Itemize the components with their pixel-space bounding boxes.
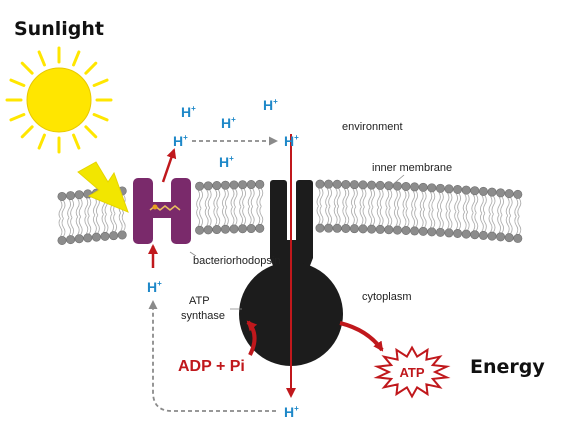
proton-charge: + bbox=[294, 404, 299, 413]
svg-text:H+: H+ bbox=[219, 154, 234, 170]
proton-symbol: H bbox=[221, 115, 231, 131]
svg-text:H+: H+ bbox=[263, 97, 278, 113]
atp-burst-icon bbox=[373, 345, 451, 399]
cytoplasm-label: cytoplasm bbox=[362, 291, 412, 303]
proton-1: H+ bbox=[181, 104, 196, 120]
proton-charge: + bbox=[231, 115, 236, 124]
inner-membrane-leader bbox=[390, 174, 405, 187]
atp-synthase-label-line1: ATP bbox=[189, 295, 210, 307]
proton-symbol: H bbox=[181, 104, 191, 120]
proton-charge: + bbox=[273, 97, 278, 106]
proton-charge: + bbox=[294, 133, 299, 142]
bacteriorhodopsin-leader bbox=[189, 251, 197, 257]
proton-2: H+ bbox=[263, 97, 278, 113]
svg-text:H+: H+ bbox=[181, 104, 196, 120]
energy-label: Energy bbox=[470, 356, 545, 378]
environment-label: environment bbox=[342, 121, 403, 133]
svg-text:H+: H+ bbox=[221, 115, 236, 131]
proton-symbol: H bbox=[219, 154, 229, 170]
proton-4: H+ bbox=[173, 133, 188, 149]
proton-charge: + bbox=[183, 133, 188, 142]
inner-membrane-label: inner membrane bbox=[372, 162, 452, 174]
svg-text:H+: H+ bbox=[284, 133, 299, 149]
bacteriorhodopsin-label: bacteriorhodopsin bbox=[193, 255, 280, 267]
proton-charge: + bbox=[229, 154, 234, 163]
proton-symbol: H bbox=[147, 279, 157, 295]
proton-6: H+ bbox=[219, 154, 234, 170]
proton-symbol: H bbox=[284, 404, 294, 420]
proton-7: H+ bbox=[147, 279, 162, 295]
proton-charge: + bbox=[157, 279, 162, 288]
atp-label: ATP bbox=[399, 365, 424, 380]
proton-symbol: H bbox=[173, 133, 183, 149]
proton-charge: + bbox=[191, 104, 196, 113]
bacteriorhodopsin bbox=[133, 178, 191, 244]
proton-symbol: H bbox=[284, 133, 294, 149]
atp-synthase-label-line2: synthase bbox=[181, 310, 225, 322]
proton-8: H+ bbox=[284, 404, 299, 420]
adp-input-arrow bbox=[246, 320, 258, 356]
proton-5: H+ bbox=[284, 133, 299, 149]
svg-text:H+: H+ bbox=[147, 279, 162, 295]
light-arrow-icon bbox=[77, 161, 129, 213]
atp-output-arrow bbox=[339, 321, 384, 352]
sun-icon bbox=[5, 46, 113, 154]
proton-symbol: H bbox=[263, 97, 273, 113]
inner-membrane bbox=[57, 179, 523, 245]
proton-3: H+ bbox=[221, 115, 236, 131]
proton-pump-out-arrow bbox=[161, 148, 177, 183]
svg-text:H+: H+ bbox=[173, 133, 188, 149]
adp-pi-label: ADP + Pi bbox=[178, 358, 245, 375]
svg-text:H+: H+ bbox=[284, 404, 299, 420]
proton-return-arrow bbox=[148, 300, 276, 412]
sunlight-label: Sunlight bbox=[14, 18, 104, 40]
